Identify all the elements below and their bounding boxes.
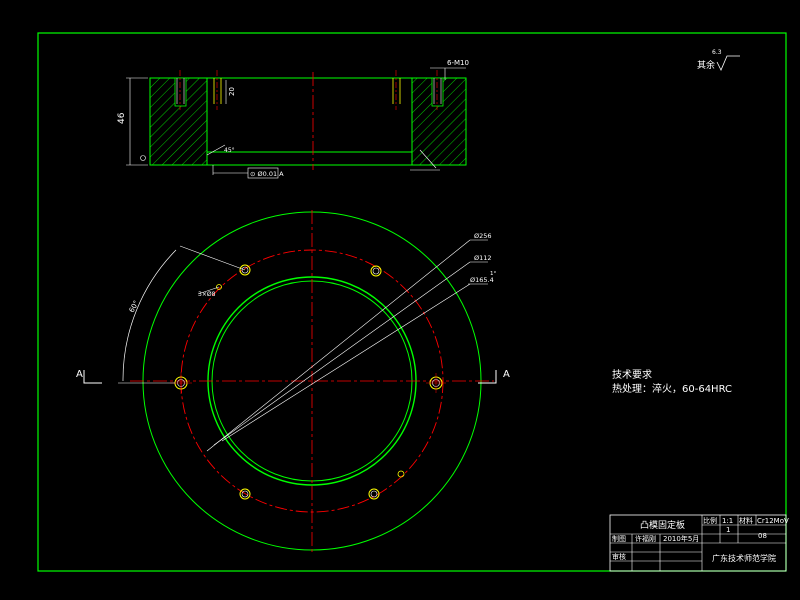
dim-hole-callout: 3×Ø8 (198, 291, 216, 298)
title-part-name: 凸模固定板 (640, 519, 685, 531)
dim-small-angle: 1° (490, 271, 496, 277)
svg-text:A: A (76, 369, 83, 380)
title-scale-value: 1:1 (722, 517, 733, 525)
bolt-hole (239, 488, 251, 500)
dim-thread: 6-M10 (447, 59, 469, 67)
drawing-frame (37, 32, 787, 572)
title-material-label: 材料 (739, 516, 753, 525)
title-school: 广东技术师范学院 (712, 553, 776, 563)
tech-notes: 技术要求 热处理：淬火，60-64HRC (612, 368, 732, 395)
title-material-value: Cr12MoV (757, 517, 789, 525)
roughness-symbol: 其余 6.3 (697, 49, 740, 71)
title-designer-label: 制图 (612, 534, 626, 543)
title-designer-name: 许福刚 (635, 534, 656, 543)
title-qty: 1 (726, 526, 730, 534)
dim-bore: Ø165.4 (470, 276, 494, 284)
tech-notes-line1: 热处理：淬火，60-64HRC (612, 382, 732, 395)
svg-text:其余: 其余 (697, 59, 715, 71)
plan-view: 60° 3×Ø8 Ø256 Ø112 Ø165.4 1° (118, 210, 496, 552)
dim-height: 46 (117, 112, 127, 124)
title-scale-label: 比例 (703, 516, 717, 525)
title-block: 凸模固定板 比例 1:1 材料 Cr12MoV 1 08 制图 许福刚 2010… (609, 514, 789, 572)
tolerance-frame: ⊙ Ø0.01 A (250, 170, 284, 178)
dim-depth: 20 (228, 87, 236, 96)
section-marker-right: A (478, 369, 510, 384)
bolt-hole (239, 264, 251, 276)
tech-notes-title: 技术要求 (612, 368, 652, 381)
svg-text:6.3: 6.3 (712, 49, 722, 56)
dim-d-mid: Ø112 (474, 254, 492, 262)
dim-chamfer: 45° (224, 147, 235, 154)
title-drawing-no: 08 (758, 532, 767, 540)
pin-hole (216, 284, 222, 290)
title-checker-label: 审核 (612, 552, 626, 561)
dim-d-outer: Ø256 (474, 232, 492, 240)
section-view: 46 20 6-M10 45° ⊙ Ø0.01 A (117, 59, 469, 179)
pin-hole (397, 470, 405, 478)
title-date: 2010年5月 (663, 534, 699, 543)
bolt-hole (370, 265, 382, 277)
section-marker-left: A (76, 369, 102, 384)
bolt-hole (368, 488, 380, 500)
svg-text:A: A (503, 369, 510, 380)
